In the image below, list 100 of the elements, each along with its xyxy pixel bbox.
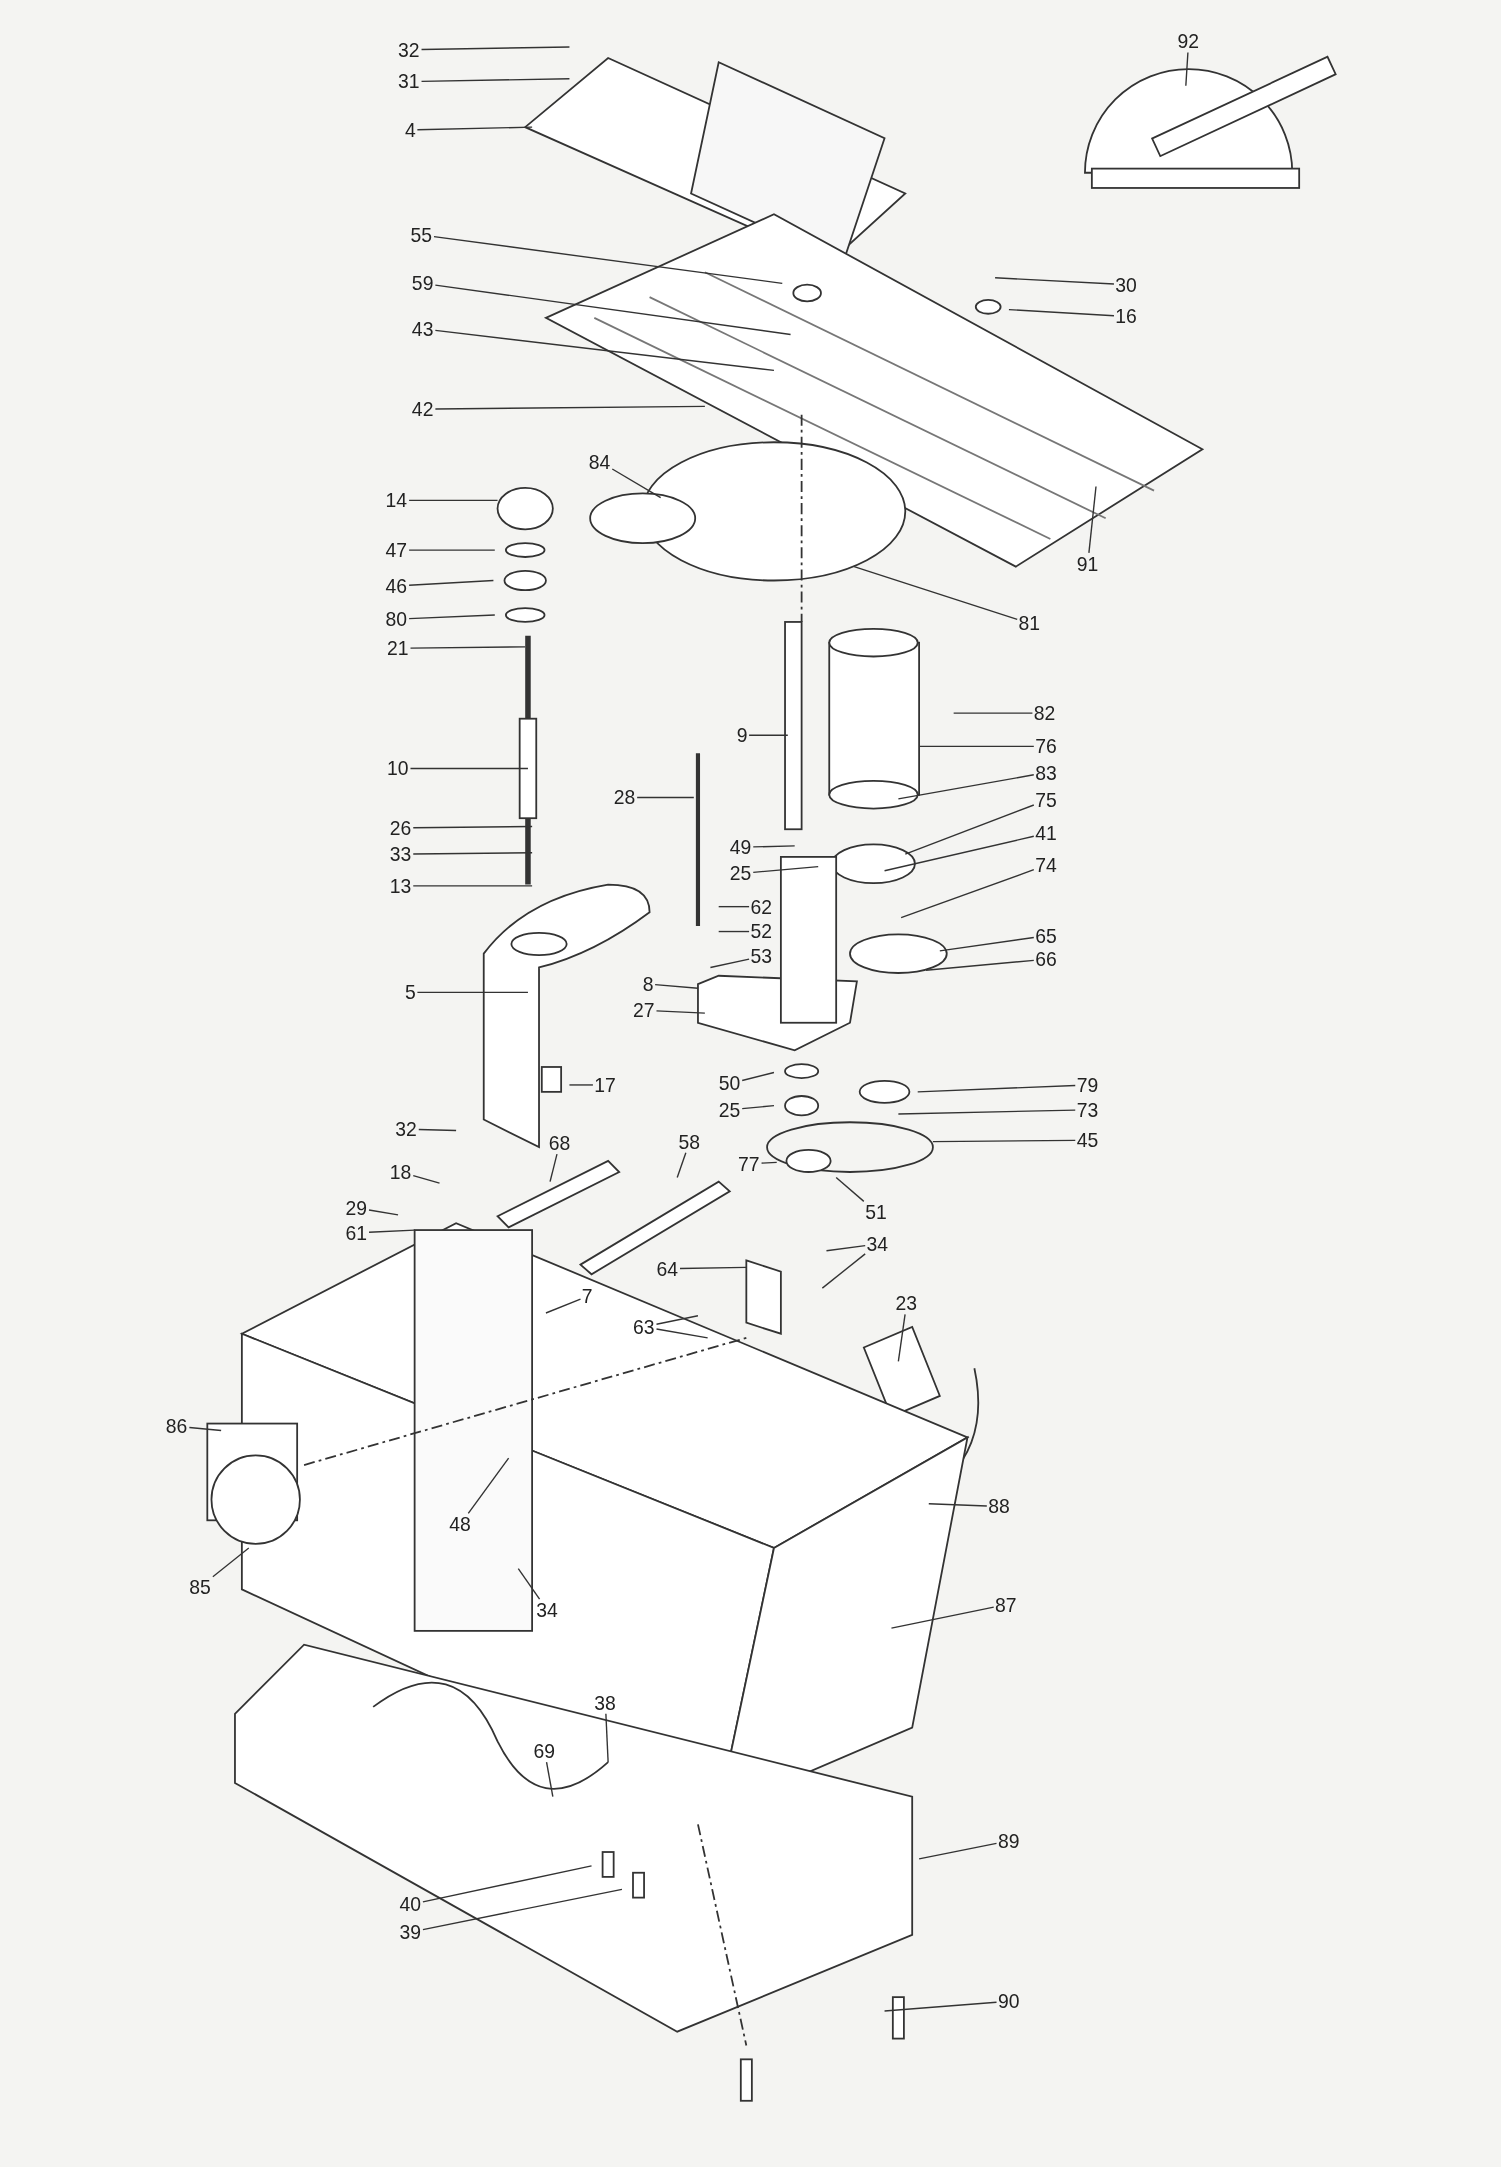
leader-line — [918, 745, 1035, 748]
leader-line — [368, 1209, 399, 1216]
leader-line — [718, 930, 750, 933]
leader-line — [718, 905, 750, 908]
leader-line — [897, 774, 1035, 800]
leader-line — [752, 845, 796, 848]
leader-line — [821, 1253, 866, 1289]
leader-line — [636, 796, 695, 799]
callout-number: 26 — [388, 816, 413, 839]
leader-line — [408, 499, 499, 501]
callout-number: 92 — [1176, 30, 1201, 53]
leader-line — [939, 936, 1035, 952]
callout-number: 5 — [403, 981, 418, 1004]
leader-line — [605, 1713, 609, 1763]
leader-line — [904, 804, 1035, 855]
callout-number: 18 — [388, 1160, 413, 1184]
leader-line — [568, 1084, 594, 1086]
leader-line — [825, 1244, 866, 1252]
callout-number: 14 — [384, 489, 409, 512]
leader-line — [409, 767, 529, 770]
leader-line — [412, 1174, 441, 1184]
callout-number: 86 — [164, 1415, 189, 1438]
callout-number: 87 — [993, 1593, 1018, 1616]
callout-number: 34 — [534, 1599, 560, 1622]
callout-number: 21 — [385, 637, 410, 660]
leader-line — [188, 1426, 222, 1432]
leader-line — [917, 1084, 1076, 1093]
leader-line — [752, 865, 819, 874]
callout-number: 47 — [384, 539, 409, 562]
callout-number: 13 — [388, 874, 413, 897]
leader-line — [467, 1457, 510, 1515]
leader-line — [853, 565, 1018, 620]
callout-number: 34 — [865, 1232, 890, 1255]
callout-number: 4 — [403, 118, 418, 141]
callout-number: 8 — [641, 973, 655, 996]
leader-line — [890, 1606, 995, 1629]
leader-line — [748, 734, 789, 736]
callout-number: 32 — [396, 38, 421, 61]
callout-number: 65 — [1033, 924, 1059, 947]
callout-number: 82 — [1032, 702, 1057, 725]
callout-number: 48 — [447, 1513, 473, 1536]
callout-number: 7 — [580, 1285, 594, 1308]
leader-line — [741, 1071, 775, 1082]
leader-line — [422, 1888, 623, 1931]
callout-number: 39 — [398, 1921, 423, 1944]
callout-number: 33 — [388, 843, 413, 866]
callout-number: 38 — [592, 1691, 618, 1714]
callout-number: 27 — [631, 999, 656, 1022]
leader-line — [897, 1109, 1076, 1115]
callout-number: 75 — [1033, 789, 1059, 812]
leader-line — [420, 46, 571, 51]
leader-line — [549, 1153, 558, 1183]
callout-number: 62 — [749, 895, 774, 918]
callout-number: 85 — [187, 1575, 213, 1598]
callout-number: 45 — [1075, 1129, 1100, 1152]
leader-line — [420, 78, 571, 82]
leader-line — [676, 1152, 687, 1179]
callout-number: 30 — [1113, 273, 1139, 296]
callout-number: 79 — [1075, 1073, 1100, 1096]
callout-number: 42 — [410, 398, 435, 421]
leader-line — [741, 1105, 775, 1110]
leader-line — [897, 1313, 906, 1363]
leader-line — [434, 405, 706, 410]
callout-number: 40 — [398, 1893, 423, 1916]
callout-number: 83 — [1033, 761, 1059, 784]
leader-line — [883, 835, 1035, 872]
callout-number: 25 — [717, 1098, 742, 1121]
callout-number: 28 — [612, 786, 637, 809]
callout-number: 23 — [894, 1292, 919, 1315]
leader-line — [368, 1229, 416, 1233]
callout-number: 32 — [393, 1118, 419, 1141]
leader-line — [611, 468, 662, 499]
callout-number: 52 — [749, 920, 774, 943]
leader-line — [412, 885, 533, 887]
callout-number: 64 — [655, 1257, 680, 1280]
callout-number: 58 — [677, 1130, 702, 1153]
callout-number: 68 — [547, 1131, 572, 1155]
leader-line — [1088, 485, 1097, 554]
leader-line — [416, 126, 533, 131]
leader-line — [412, 852, 533, 855]
callout-number: 90 — [996, 1990, 1021, 2013]
leader-line — [760, 1161, 778, 1164]
leader-line — [655, 1315, 699, 1325]
leader-line — [932, 1139, 1076, 1143]
leader-line — [416, 991, 529, 994]
leader-line — [900, 869, 1035, 919]
callout-number: 80 — [384, 608, 409, 631]
leader-line — [434, 329, 775, 372]
leader-line — [422, 1865, 593, 1903]
leader-line — [1185, 51, 1189, 87]
leader-line — [408, 549, 496, 551]
callout-number: 51 — [863, 1201, 889, 1224]
leader-line — [408, 579, 495, 586]
leader-line — [433, 235, 783, 284]
leader-line — [835, 1176, 865, 1203]
callout-number: 61 — [344, 1221, 369, 1244]
leader-line — [925, 959, 1035, 971]
leader-line — [408, 614, 496, 620]
leader-line — [409, 646, 526, 649]
leader-line — [654, 983, 699, 989]
